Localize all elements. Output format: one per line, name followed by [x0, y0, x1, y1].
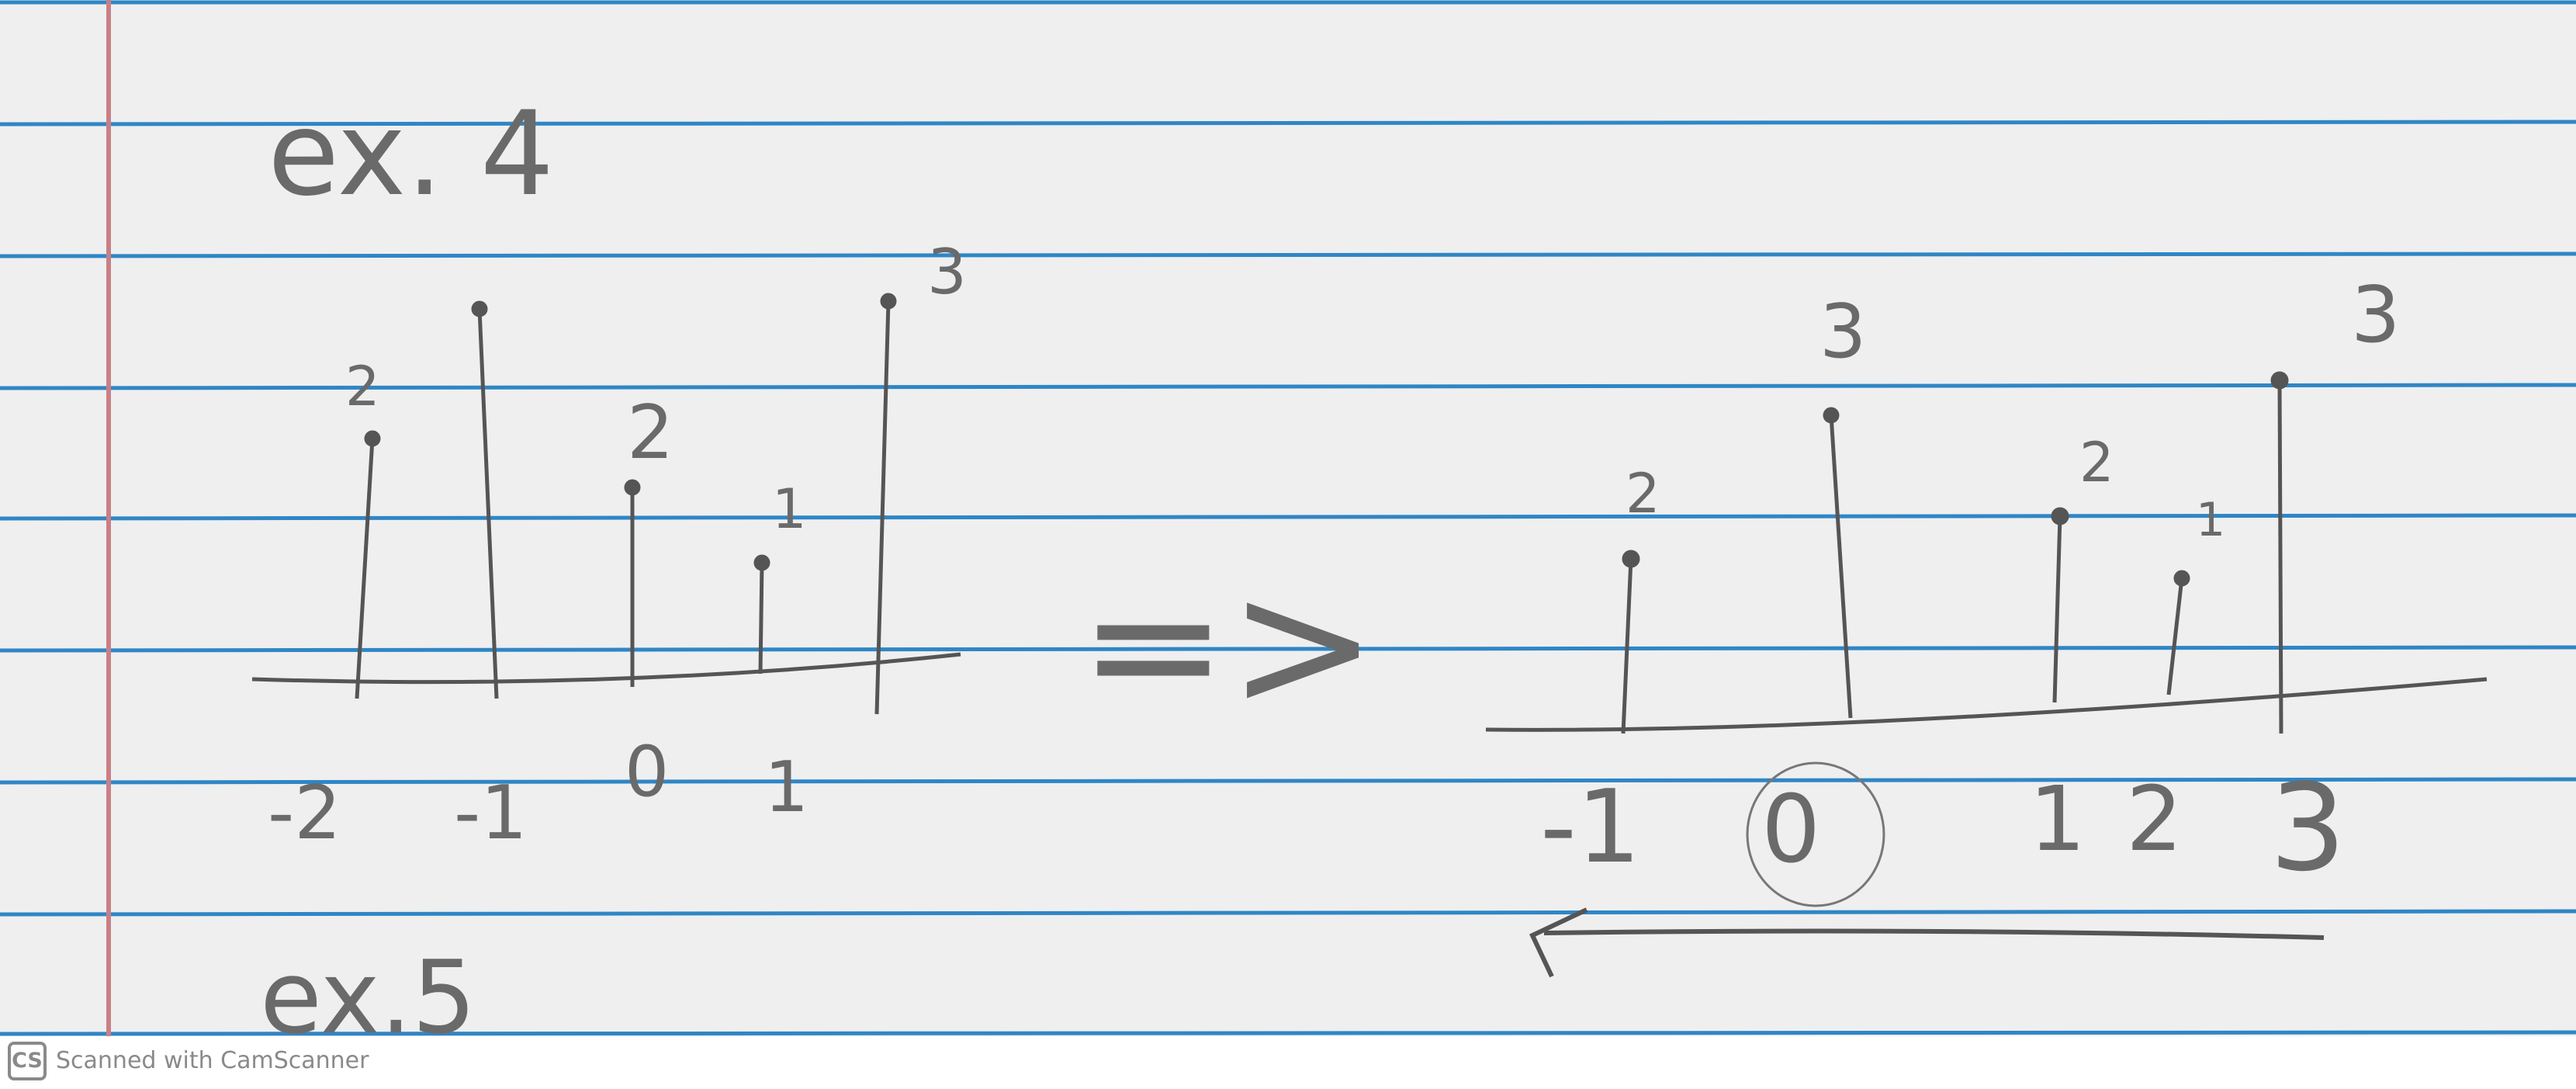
right-stem [1621, 558, 1633, 734]
heading-text: ex. 4 [268, 87, 554, 222]
right-stem [1829, 414, 1853, 719]
left-x-label: -1 [454, 771, 528, 856]
right-value-label: 3 [2351, 269, 2401, 360]
implies-symbol: => [1079, 542, 1377, 749]
left-stem-plot [251, 293, 961, 715]
left-value-label: 2 [627, 390, 673, 476]
next-heading-text: ex.5 [260, 938, 476, 1036]
left-value-label: 3 [927, 236, 967, 308]
rule-line [0, 251, 2576, 258]
left-value-label: 2 [345, 355, 380, 418]
scan-footer [0, 1036, 2576, 1089]
scan-watermark-label: Scanned with CamScanner [56, 1047, 369, 1074]
rule-line [0, 909, 2576, 917]
right-value-label: 2 [2079, 431, 2114, 494]
left-x-label: -2 [268, 771, 341, 856]
right-axis [1485, 677, 2488, 732]
right-stem-dot [1823, 407, 1840, 424]
right-stem [2277, 380, 2283, 734]
left-stem [355, 438, 375, 699]
ruled-lines [0, 0, 2576, 1036]
right-value-label: 1 [2196, 493, 2225, 547]
rule-line [0, 777, 2576, 785]
right-x-label: 0 [1761, 776, 1820, 884]
right-stem-dot [1622, 550, 1640, 568]
right-value-label: 2 [1626, 462, 1660, 525]
rule-line [0, 120, 2576, 127]
left-stem-dot [364, 430, 381, 447]
right-x-label: 2 [2126, 768, 2183, 872]
right-stem-dot [2270, 371, 2289, 390]
left-stem-dot [753, 554, 770, 571]
rule-line [0, 1030, 2576, 1036]
right-value-label: 3 [1819, 290, 1866, 375]
left-stem-dot [880, 293, 897, 310]
left-stem-dot [471, 300, 488, 317]
right-x-label: -1 [1540, 768, 1641, 886]
rule-line [0, 645, 2576, 653]
notebook-paper: ex. 4 ex.5 2 2 1 3 -2 [0, 0, 2576, 1036]
right-x-label: 1 [2029, 768, 2086, 872]
right-stem [2052, 515, 2062, 703]
right-x-label: 3 [2270, 758, 2346, 898]
left-x-label: 1 [764, 747, 808, 828]
left-stem [758, 562, 764, 675]
rule-line [0, 383, 2576, 390]
handwritten-notes: ex. 4 ex.5 2 2 1 3 -2 [0, 0, 2576, 1036]
right-stem-dot [2051, 507, 2069, 525]
left-value-label: 1 [772, 477, 807, 541]
left-stem [477, 308, 499, 699]
left-stem-dot [624, 479, 641, 496]
shift-arrow [1529, 907, 2325, 978]
left-x-label: 0 [625, 731, 669, 813]
camscanner-logo-icon: CS [8, 1042, 47, 1080]
right-stem [2166, 577, 2184, 695]
rule-line [0, 513, 2576, 521]
right-stem-dot [2173, 570, 2190, 587]
right-stem-plot [1485, 371, 2488, 734]
zero-circle-mark [1746, 761, 1885, 907]
left-stem [874, 300, 891, 715]
